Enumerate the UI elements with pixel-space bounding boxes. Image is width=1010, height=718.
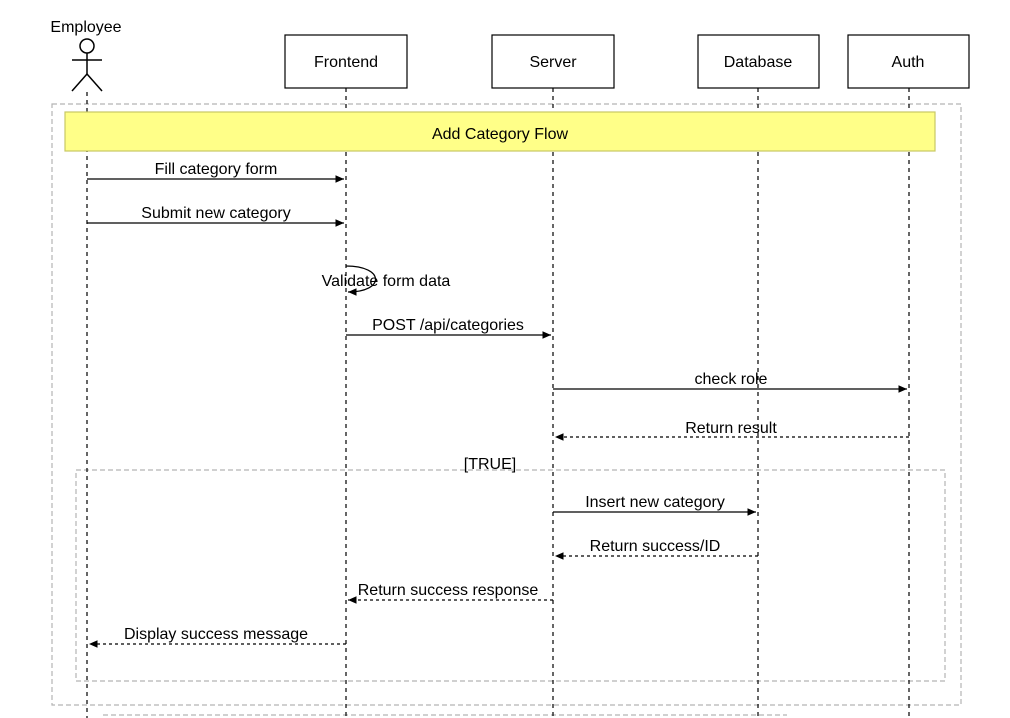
auth-label: Auth bbox=[892, 54, 925, 71]
message-return-result: Return result bbox=[555, 420, 909, 441]
database-label: Database bbox=[724, 54, 793, 71]
actor-right-leg bbox=[86, 73, 103, 92]
message-check-role: check role bbox=[553, 371, 907, 393]
employee-label: Employee bbox=[50, 19, 121, 36]
participant-frontend: Frontend bbox=[284, 34, 408, 89]
message-validate-form-data: Validate form data bbox=[322, 265, 451, 296]
message-label: Fill category form bbox=[155, 161, 278, 178]
actor-head-icon bbox=[79, 38, 95, 54]
server-label: Server bbox=[529, 54, 577, 71]
condition-fragment-frame bbox=[75, 469, 946, 682]
flow-note-label: Add Category Flow bbox=[432, 126, 569, 143]
message-display-success-message: Display success message bbox=[89, 626, 346, 648]
message-label: check role bbox=[695, 371, 768, 388]
flow-note: Add Category Flow bbox=[64, 111, 936, 152]
message-label: Return result bbox=[685, 420, 777, 437]
actor-left-leg bbox=[71, 73, 88, 92]
employee-actor: Employee bbox=[50, 19, 122, 92]
participant-auth: Auth bbox=[847, 34, 970, 89]
message-fill-category-form: Fill category form bbox=[87, 161, 344, 183]
message-return-success-response: Return success response bbox=[348, 582, 553, 604]
outer-fragment-frame bbox=[51, 103, 962, 706]
message-label: Return success/ID bbox=[590, 538, 721, 555]
message-post-api-categories: POST /api/categories bbox=[346, 317, 551, 339]
message-label: Return success response bbox=[358, 582, 539, 599]
message-label: Validate form data bbox=[322, 273, 451, 290]
frontend-label: Frontend bbox=[314, 54, 378, 71]
participant-server: Server bbox=[491, 34, 615, 89]
message-label: POST /api/categories bbox=[372, 317, 524, 334]
condition-label: [TRUE] bbox=[464, 456, 516, 473]
message-label: Display success message bbox=[124, 626, 308, 643]
message-label: Insert new category bbox=[585, 494, 725, 511]
message-return-success-id: Return success/ID bbox=[555, 538, 758, 560]
participant-database: Database bbox=[697, 34, 820, 89]
message-submit-new-category: Submit new category bbox=[87, 205, 344, 227]
message-label: Submit new category bbox=[141, 205, 290, 222]
message-insert-new-category: Insert new category bbox=[553, 494, 756, 516]
